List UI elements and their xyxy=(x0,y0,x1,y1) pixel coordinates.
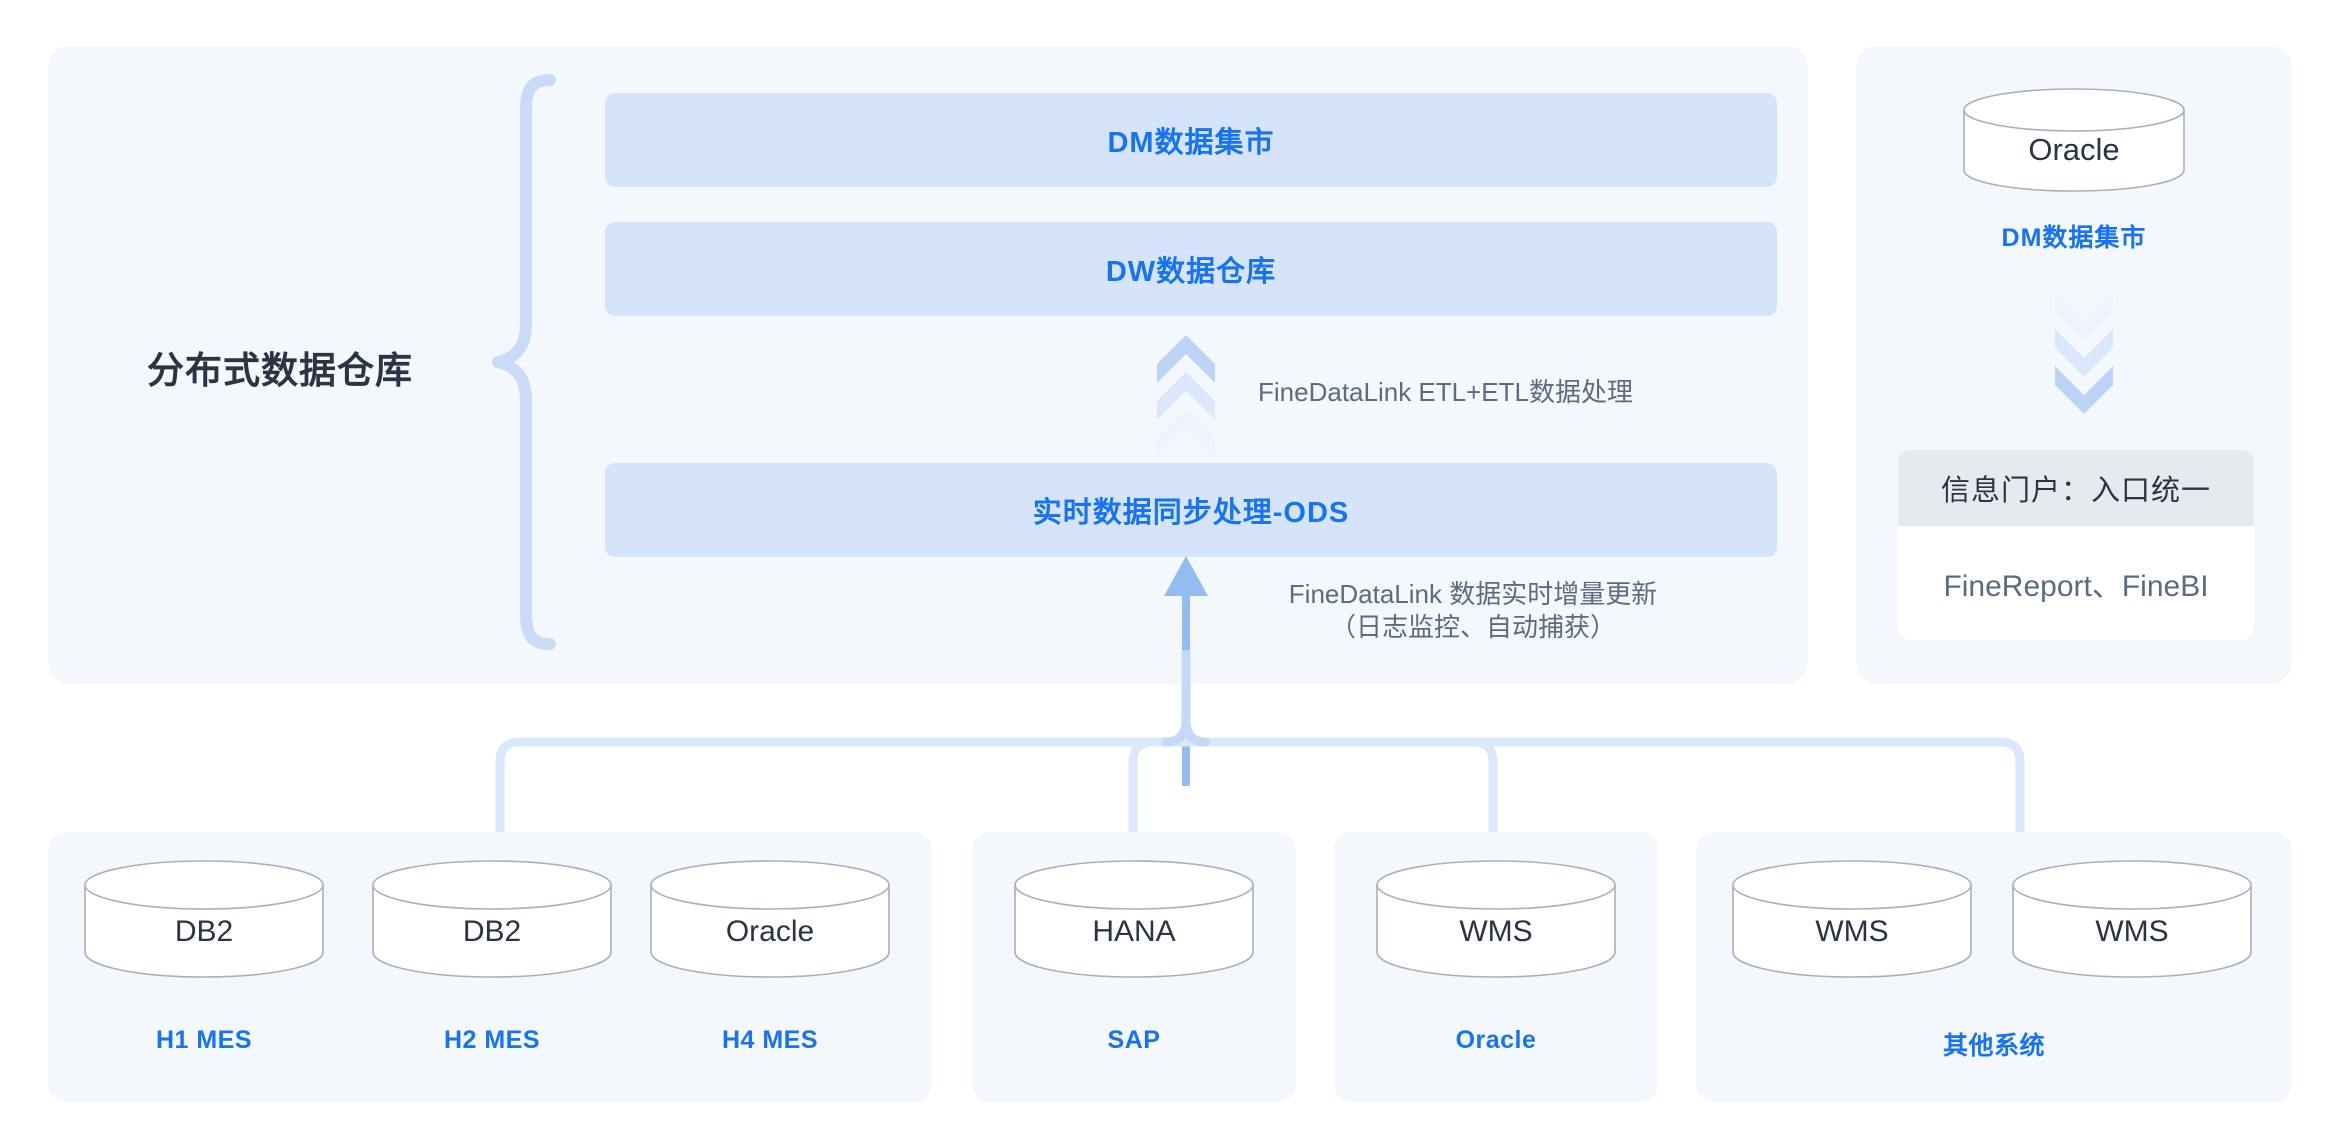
layer-label-ods: 实时数据同步处理-ODS xyxy=(1032,497,1350,529)
source-group-label: 其他系统 xyxy=(1942,1032,2045,1060)
layer-box-dw[interactable]: DW数据仓库 xyxy=(605,222,1777,316)
source-item-h4[interactable]: Oracle H4 MES xyxy=(650,860,890,1054)
source-item-other-1[interactable]: WMS xyxy=(1732,860,1972,983)
portal-db-name: Oracle xyxy=(2028,132,2120,167)
database-cylinder-icon xyxy=(1376,860,1616,978)
source-group-label: H2 MES xyxy=(443,1026,541,1054)
layer-box-ods[interactable]: 实时数据同步处理-ODS xyxy=(605,463,1777,557)
sync-annotation-line1: FineDataLink 数据实时增量更新 xyxy=(1288,579,1658,609)
source-db-name: Oracle xyxy=(725,915,815,948)
chevron-up-stack-icon xyxy=(1157,335,1215,457)
source-db-name: WMS xyxy=(1459,915,1533,948)
info-portal-card-body: FineReport、FineBI xyxy=(1898,526,2254,640)
chevron-down-stack-icon xyxy=(2055,292,2113,414)
layer-box-dm[interactable]: DM数据集市 xyxy=(605,93,1777,187)
layer-label-dw: DW数据仓库 xyxy=(1105,256,1277,288)
source-db-name: DB2 xyxy=(462,915,522,948)
source-group-label: H1 MES xyxy=(155,1026,253,1054)
page-title: 分布式数据仓库 xyxy=(147,350,413,391)
source-item-other-2[interactable]: WMS xyxy=(2012,860,2252,983)
database-cylinder-icon xyxy=(372,860,612,978)
source-group-label: H4 MES xyxy=(721,1026,819,1054)
source-group-label: SAP xyxy=(1107,1026,1161,1054)
source-group-label: Oracle xyxy=(1455,1026,1537,1054)
sync-annotation-line2: （日志监控、自动捕获） xyxy=(1329,612,1616,643)
sync-annotation: FineDataLink 数据实时增量更新 （日志监控、自动捕获） xyxy=(1258,578,1688,645)
database-cylinder-icon xyxy=(84,860,324,978)
source-db-name: WMS xyxy=(1815,915,1889,948)
source-db-name: WMS xyxy=(2095,915,2169,948)
database-cylinder-icon xyxy=(1963,88,2185,192)
info-portal-card-title: 信息门户：入口统一 xyxy=(1898,450,2254,526)
database-cylinder-icon xyxy=(2012,860,2252,978)
database-cylinder-icon xyxy=(1732,860,1972,978)
database-cylinder-icon xyxy=(1014,860,1254,978)
source-db-name: HANA xyxy=(1092,915,1176,948)
source-item-oracle[interactable]: WMS Oracle xyxy=(1376,860,1616,1054)
source-item-h2[interactable]: DB2 H2 MES xyxy=(372,860,612,1054)
source-item-sap[interactable]: HANA SAP xyxy=(1014,860,1254,1054)
source-db-name: DB2 xyxy=(174,915,234,948)
layer-label-dm: DM数据集市 xyxy=(1107,127,1275,159)
portal-db-label: DM数据集市 xyxy=(2001,224,2147,252)
source-item-h1[interactable]: DB2 H1 MES xyxy=(84,860,324,1054)
info-portal-card: 信息门户：入口统一 FineReport、FineBI xyxy=(1898,450,2254,640)
database-cylinder-icon xyxy=(650,860,890,978)
curly-brace-icon xyxy=(492,74,556,650)
connector-lines xyxy=(495,650,2025,840)
etl-annotation: FineDataLink ETL+ETL数据处理 xyxy=(1258,377,1633,407)
